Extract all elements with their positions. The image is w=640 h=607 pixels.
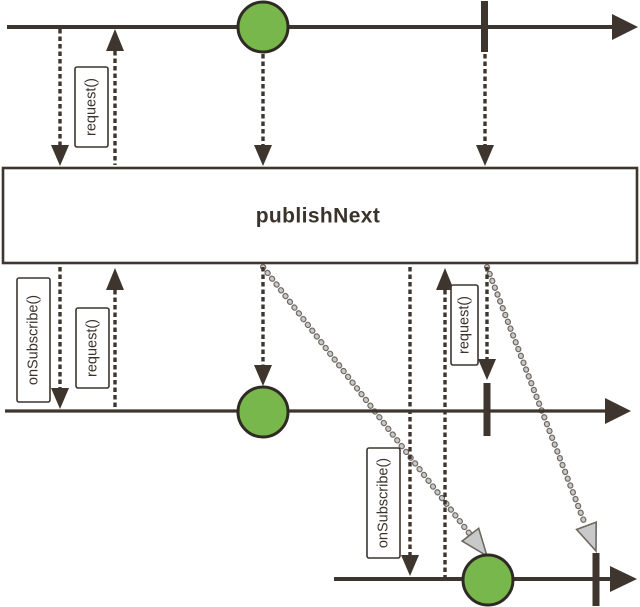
onsubscribe-down-arrow-late bbox=[401, 267, 419, 576]
onsubscribe-label-bottom-text: onSubscribe() bbox=[376, 458, 392, 548]
subscriber1-complete-bar bbox=[483, 383, 491, 436]
replay-complete-arrowhead bbox=[575, 520, 598, 554]
subscribe-down-arrow-top bbox=[51, 29, 69, 166]
subscriber2-timeline-arrowhead bbox=[610, 566, 637, 592]
subscriber1-marble bbox=[236, 385, 290, 439]
request-up-arrow-top bbox=[106, 29, 124, 165]
subscriber2-marble bbox=[461, 553, 515, 607]
replay-marble-diagonal bbox=[260, 264, 489, 558]
replay-complete-diagonal bbox=[484, 264, 598, 554]
source-marble-emit-arrow bbox=[254, 54, 272, 166]
request-label-right: request() bbox=[450, 284, 479, 366]
source-complete-emit-arrow bbox=[476, 54, 494, 166]
request-label-left-text: request() bbox=[85, 319, 101, 377]
source-timeline bbox=[7, 14, 638, 40]
request-label-top-text: request() bbox=[84, 78, 100, 136]
request-up-arrow-late bbox=[436, 268, 454, 577]
subscriber1-timeline bbox=[5, 398, 631, 424]
operator-title: publishNext bbox=[256, 205, 381, 228]
subscriber2-complete-bar bbox=[592, 553, 600, 606]
subscriber1-timeline-arrowhead bbox=[605, 398, 631, 424]
request-label-right-text: request() bbox=[457, 296, 473, 354]
request-label-top: request() bbox=[74, 66, 109, 148]
onsubscribe-down-arrow-left bbox=[51, 267, 69, 409]
source-complete-bar bbox=[481, 1, 488, 52]
request-label-left: request() bbox=[75, 307, 110, 389]
replay-marble-arrowhead bbox=[460, 526, 489, 558]
emit-complete-arrow-mid bbox=[478, 267, 496, 380]
onsubscribe-label-bottom: onSubscribe() bbox=[366, 447, 401, 559]
onsubscribe-label-left: onSubscribe() bbox=[16, 277, 51, 403]
source-marble bbox=[236, 0, 290, 54]
source-timeline-arrowhead bbox=[612, 14, 638, 40]
emit-marble-arrow-mid bbox=[254, 267, 272, 386]
onsubscribe-label-left-text: onSubscribe() bbox=[26, 295, 42, 385]
request-up-arrow-left bbox=[106, 268, 124, 409]
operator-box: publishNext bbox=[1, 166, 639, 265]
